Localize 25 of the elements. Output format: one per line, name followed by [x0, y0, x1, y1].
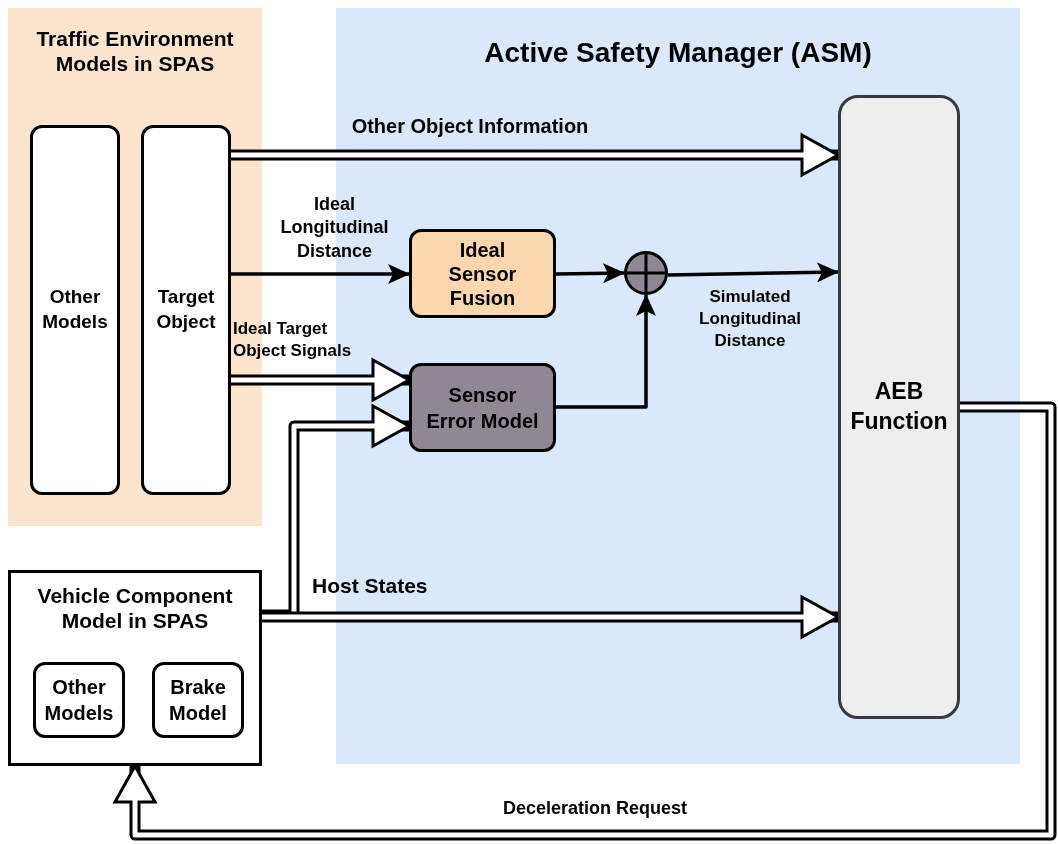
model-box [152, 662, 244, 738]
edge-label: Simulated Longitudinal Distance [698, 286, 802, 353]
group-title: Active Safety Manager (ASM) [483, 36, 873, 70]
edge-label: Other Object Information [350, 114, 590, 139]
edge-label: Ideal Longitudinal Distance [279, 193, 390, 263]
process-box [409, 363, 556, 452]
box-label: Sensor Error Model [425, 382, 540, 434]
box-label: Other Models [43, 675, 115, 726]
box-label: AEB Function [849, 377, 949, 436]
edge-label: Host States [312, 573, 429, 599]
summing-junction [624, 251, 668, 295]
box-label: Target Object [155, 285, 217, 334]
box-label: Ideal Sensor Fusion [447, 237, 518, 310]
group-title: Traffic Environment Models in SPAS [35, 26, 235, 77]
model-box [33, 662, 125, 738]
group-title: Vehicle Component Model in SPAS [36, 583, 234, 634]
model-box [141, 125, 231, 495]
edge-label: Ideal Target Object Signals [233, 318, 353, 363]
box-label: Other Models [41, 285, 109, 334]
model-box [30, 125, 120, 495]
component-panel [8, 570, 262, 766]
box-label: Brake Model [168, 675, 228, 726]
edge-label: Deceleration Request [501, 797, 689, 820]
function-box [838, 95, 960, 719]
process-box [409, 229, 556, 318]
